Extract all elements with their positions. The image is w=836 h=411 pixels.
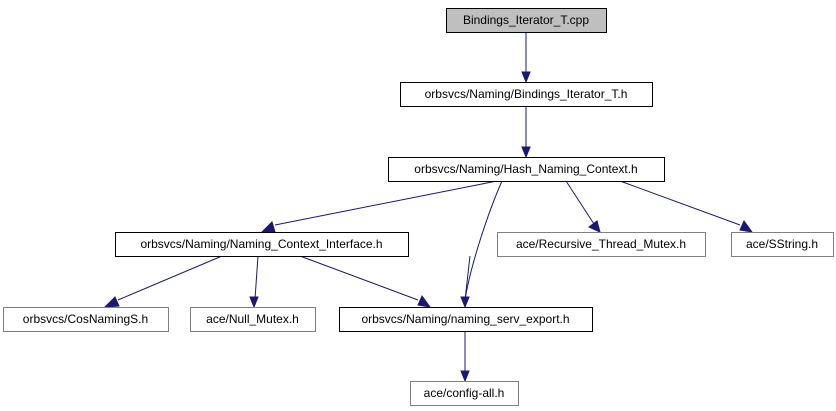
graph-node-box[interactable] xyxy=(3,307,169,332)
graph-edge-arrowhead xyxy=(417,295,432,308)
graph-edge xyxy=(619,180,741,226)
graph-node-label: ace/Null_Mutex.h xyxy=(206,312,299,326)
graph-node-label: ace/SString.h xyxy=(746,237,818,251)
graph-node-label: orbsvcs/CosNamingS.h xyxy=(23,312,148,326)
graph-edge-arrowhead xyxy=(260,221,276,233)
graph-node-label: ace/config-all.h xyxy=(424,386,505,400)
graph-node-box[interactable] xyxy=(388,157,665,182)
graph-node-box[interactable] xyxy=(400,82,653,107)
graph-node[interactable]: ace/Null_Mutex.h xyxy=(190,307,316,332)
graph-node-label: orbsvcs/Naming/Hash_Naming_Context.h xyxy=(414,162,637,176)
graph-edge-arrowhead xyxy=(521,146,531,159)
graph-edge xyxy=(299,255,419,301)
graph-edge xyxy=(254,255,259,300)
graph-node-box[interactable] xyxy=(339,307,593,332)
graph-node[interactable]: orbsvcs/CosNamingS.h xyxy=(3,307,169,332)
graph-edge-arrowhead xyxy=(103,296,120,308)
graph-node-label: orbsvcs/Naming/Bindings_Iterator_T.h xyxy=(425,87,628,101)
graph-node[interactable]: ace/SString.h xyxy=(731,232,834,257)
graph-node-box[interactable] xyxy=(115,232,409,257)
graph-node-label: orbsvcs/Naming/naming_serv_export.h xyxy=(361,312,569,326)
graph-edge-arrowhead xyxy=(249,296,259,309)
graph-node-box[interactable] xyxy=(497,232,706,257)
graph-edge xyxy=(274,180,498,226)
graph-node[interactable]: orbsvcs/Naming/naming_serv_export.h xyxy=(339,307,593,332)
graph-node-box[interactable] xyxy=(190,307,316,332)
graph-nodes-layer: Bindings_Iterator_T.cpp orbsvcs/Naming/Bi… xyxy=(3,8,834,406)
graph-edge xyxy=(464,180,503,301)
graph-node-label: orbsvcs/Naming/Naming_Context_Interface.… xyxy=(140,237,382,251)
graph-edge xyxy=(565,180,595,225)
graph-node-box[interactable] xyxy=(446,8,607,33)
graph-edge xyxy=(464,255,471,301)
graph-edge xyxy=(117,255,223,301)
graph-node[interactable]: ace/Recursive_Thread_Mutex.h xyxy=(497,232,706,257)
graph-node-box[interactable] xyxy=(731,232,834,257)
graph-node[interactable]: orbsvcs/Naming/Bindings_Iterator_T.h xyxy=(400,82,653,107)
graph-edge-arrowhead xyxy=(460,370,470,383)
graph-edge-arrowhead xyxy=(739,220,754,233)
graph-edge-arrowhead xyxy=(521,71,531,84)
graph-node-label: ace/Recursive_Thread_Mutex.h xyxy=(516,237,686,251)
graph-node-label: Bindings_Iterator_T.cpp xyxy=(463,13,589,27)
graph-edge-arrowhead xyxy=(588,220,601,233)
graph-edges-layer xyxy=(103,32,754,383)
graph-node[interactable]: orbsvcs/Naming/Hash_Naming_Context.h xyxy=(388,157,665,182)
graph-node-box[interactable] xyxy=(410,381,519,406)
graph-node[interactable]: ace/config-all.h xyxy=(410,381,519,406)
graph-node[interactable]: orbsvcs/Naming/Naming_Context_Interface.… xyxy=(115,232,409,257)
graph-node[interactable]: Bindings_Iterator_T.cpp xyxy=(446,8,607,33)
